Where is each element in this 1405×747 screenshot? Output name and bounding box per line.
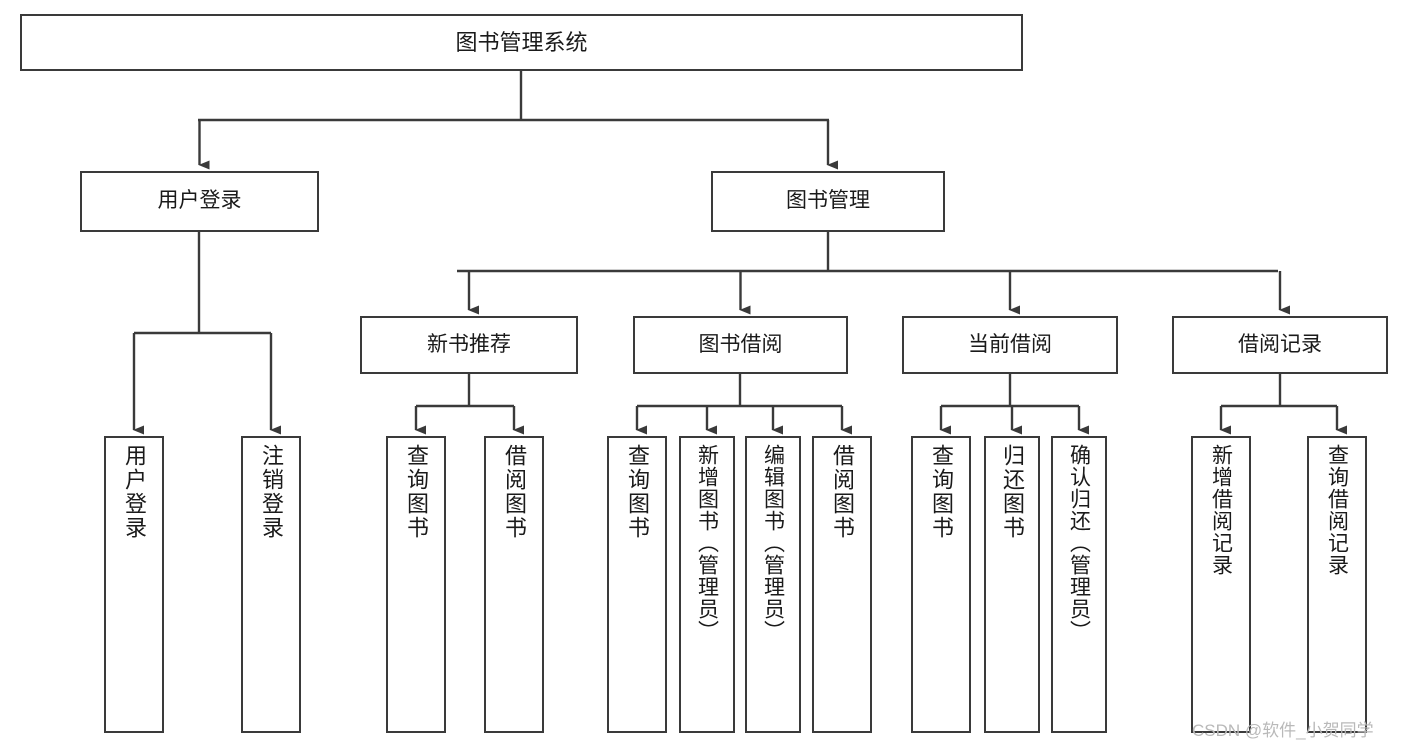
node-leaf-confirm-return-label: 确认归还（管理员） [1067,444,1091,642]
node-leaf-query-book-1[interactable]: 查询图书 [386,436,446,733]
node-leaf-borrow-book-2-label: 借阅图书 [830,444,855,540]
node-book-borrow[interactable]: 图书借阅 [633,316,848,374]
node-leaf-logout-label: 注销登录 [259,444,284,540]
node-user-login[interactable]: 用户登录 [80,171,319,232]
node-current-borrow[interactable]: 当前借阅 [902,316,1118,374]
node-leaf-user-login[interactable]: 用户登录 [104,436,164,733]
node-leaf-confirm-return[interactable]: 确认归还（管理员） [1051,436,1107,733]
node-leaf-edit-book[interactable]: 编辑图书（管理员） [745,436,801,733]
node-user-login-label: 用户登录 [157,189,242,213]
node-leaf-add-record[interactable]: 新增借阅记录 [1191,436,1251,733]
node-leaf-borrow-book-1[interactable]: 借阅图书 [484,436,544,733]
node-leaf-add-book-label: 新增图书（管理员） [695,444,719,642]
node-leaf-query-record-label: 查询借阅记录 [1325,444,1349,576]
node-book-borrow-label: 图书借阅 [698,332,783,356]
node-borrow-record-label: 借阅记录 [1238,332,1322,356]
csdn-watermark: CSDN @软件_小贺同学 [1192,721,1374,740]
node-leaf-return-book-label: 归还图书 [1000,444,1025,540]
node-leaf-query-book-3[interactable]: 查询图书 [911,436,971,733]
node-leaf-query-book-2[interactable]: 查询图书 [607,436,667,733]
node-leaf-query-book-3-label: 查询图书 [929,444,954,540]
node-leaf-add-record-label: 新增借阅记录 [1209,444,1233,576]
node-book-manage[interactable]: 图书管理 [711,171,945,232]
node-current-borrow-label: 当前借阅 [968,332,1052,356]
node-leaf-query-book-1-label: 查询图书 [404,444,429,540]
node-leaf-add-book[interactable]: 新增图书（管理员） [679,436,735,733]
node-root[interactable]: 图书管理系统 [20,14,1023,71]
node-leaf-logout[interactable]: 注销登录 [241,436,301,733]
node-leaf-return-book[interactable]: 归还图书 [984,436,1040,733]
node-new-book-rec[interactable]: 新书推荐 [360,316,578,374]
node-root-label: 图书管理系统 [455,29,588,55]
node-leaf-query-book-2-label: 查询图书 [625,444,650,540]
node-leaf-user-login-label: 用户登录 [122,444,147,540]
node-leaf-borrow-book-1-label: 借阅图书 [502,444,527,540]
node-borrow-record[interactable]: 借阅记录 [1172,316,1388,374]
node-leaf-query-record[interactable]: 查询借阅记录 [1307,436,1367,733]
node-leaf-borrow-book-2[interactable]: 借阅图书 [812,436,872,733]
node-book-manage-label: 图书管理 [786,189,870,213]
node-new-book-rec-label: 新书推荐 [427,332,511,356]
node-leaf-edit-book-label: 编辑图书（管理员） [761,444,785,642]
